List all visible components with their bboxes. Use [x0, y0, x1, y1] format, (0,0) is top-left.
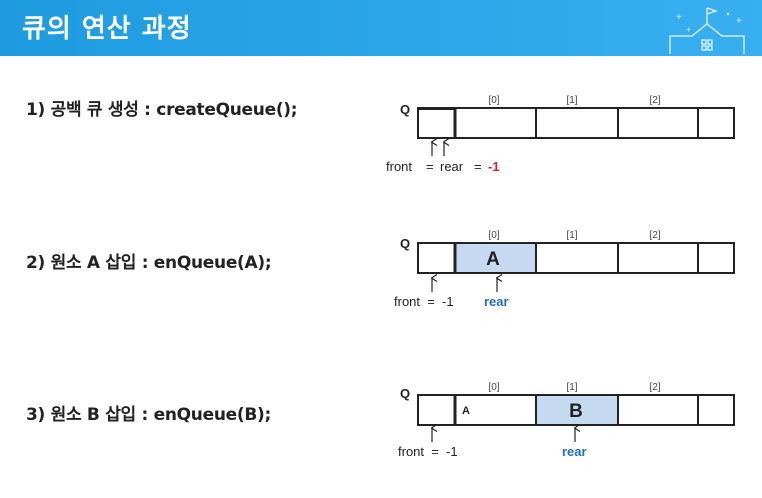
queue-diagram-3: Q [0] [1] [2] A B front = -1 rear — [398, 382, 735, 459]
index-label: [1] — [566, 95, 577, 106]
cell-value: A — [486, 249, 500, 270]
pointer-value: -1 — [488, 159, 500, 174]
step-1-label: 1) 공백 큐 생성 : createQueue(); — [26, 100, 298, 120]
index-label: [1] — [566, 230, 577, 241]
index-label: [0] — [488, 382, 499, 393]
pointer-text: front = rear = -1 — [386, 159, 500, 174]
queue-diagram-2: Q [0] [1] [2] A front = -1 rear — [394, 230, 735, 309]
equals-sign: = — [474, 159, 482, 174]
index-label: [0] — [488, 95, 499, 106]
school-logo-icon: + + + — [669, 7, 745, 54]
step-2-label: 2) 원소 A 삽입 : enQueue(A); — [26, 253, 272, 273]
cell-value: B — [569, 401, 583, 422]
index-label: [1] — [566, 382, 577, 393]
rear-label: rear — [484, 294, 509, 309]
cell-value: A — [462, 405, 470, 417]
queue-array — [417, 242, 735, 274]
front-label: front — [386, 159, 412, 174]
index-label: [2] — [649, 382, 660, 393]
rear-label: rear — [440, 159, 464, 174]
equals-sign: = — [426, 159, 434, 174]
svg-text:+: + — [676, 12, 682, 23]
step-3-label: 3) 원소 B 삽입 : enQueue(B); — [26, 405, 271, 425]
queue-name: Q — [400, 236, 410, 251]
svg-text:+: + — [686, 25, 691, 34]
rear-label: rear — [562, 444, 587, 459]
svg-text:+: + — [736, 16, 742, 27]
index-label: [2] — [649, 95, 660, 106]
queue-diagram-1: Q [0] [1] [2] front = rear = -1 — [386, 95, 735, 174]
queue-name: Q — [400, 386, 410, 401]
queue-array — [417, 107, 735, 139]
highlight-cell — [536, 395, 618, 425]
front-label: front = -1 — [394, 294, 454, 309]
title-bar: 큐의 연산 과정 + + + — [0, 0, 762, 56]
queue-name: Q — [400, 102, 410, 117]
index-label: [2] — [649, 230, 660, 241]
index-label: [0] — [488, 230, 499, 241]
page-title: 큐의 연산 과정 — [22, 14, 192, 44]
front-label: front = -1 — [398, 444, 458, 459]
highlight-cell — [455, 243, 536, 273]
